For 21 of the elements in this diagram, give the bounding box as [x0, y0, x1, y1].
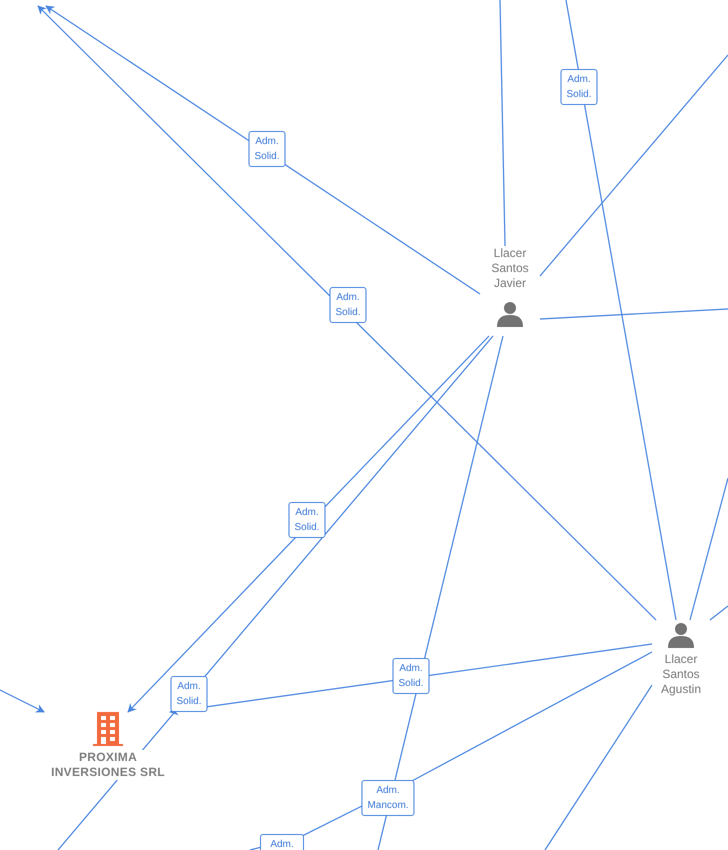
connector-line — [540, 54, 728, 276]
edge-label: Adm. Mancom. — [361, 780, 415, 816]
node-label: Llacer Santos Agustin — [660, 652, 702, 697]
node-label: Llacer Santos Javier — [490, 246, 530, 291]
connector-line — [565, 0, 677, 620]
relation-tag: Adm. — [260, 834, 304, 850]
edge-label: Adm. Solid. — [248, 131, 286, 167]
arrow — [0, 689, 45, 713]
connector-line — [544, 684, 652, 850]
edge-label: Adm. Solid. — [330, 287, 366, 323]
connector-line — [710, 606, 728, 620]
arrow — [37, 5, 656, 620]
connector-line — [689, 478, 728, 620]
arrow — [45, 6, 480, 294]
connector-line — [540, 308, 728, 320]
edge-label: Adm. Solid. — [392, 658, 430, 694]
edge-label: Adm. Solid. — [170, 676, 208, 712]
arrow — [127, 336, 490, 713]
connector-line — [499, 0, 506, 246]
edge-label: Adm. Solid. — [288, 502, 326, 538]
edge-label: Adm. Solid. — [560, 69, 598, 105]
